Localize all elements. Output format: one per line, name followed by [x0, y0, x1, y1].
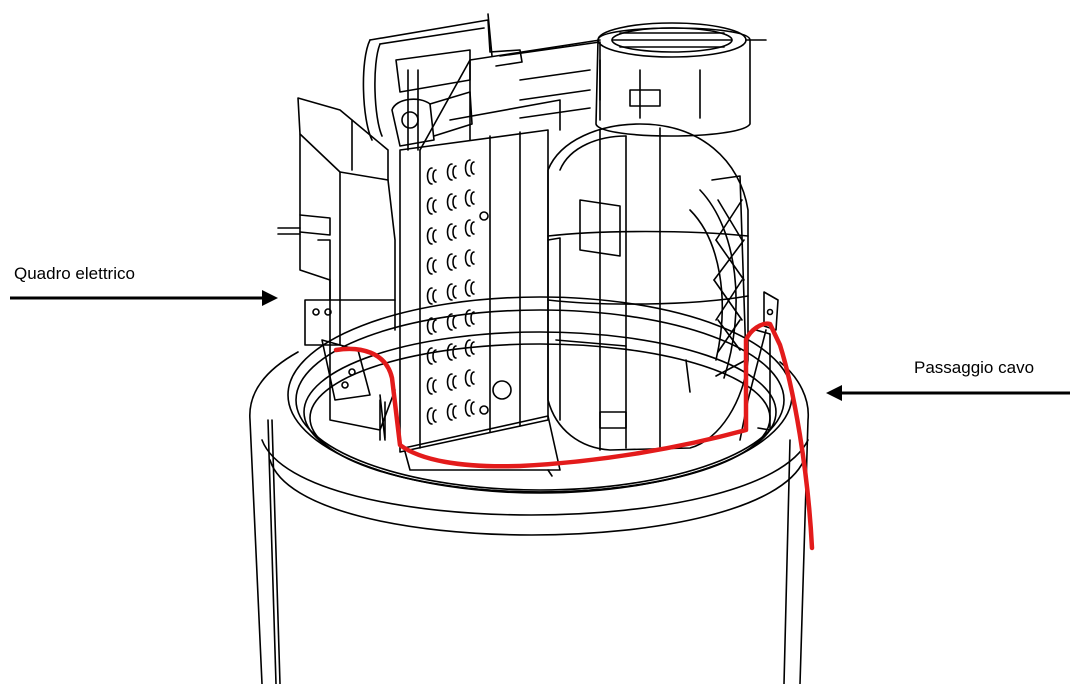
arrow-to-cable-passage	[826, 385, 1070, 401]
coil-bend	[464, 309, 475, 327]
coil-bend	[426, 317, 437, 335]
coil-bend	[464, 339, 475, 357]
fan-outlet	[595, 22, 767, 137]
coil-bend	[446, 343, 457, 361]
electrical-panel	[277, 97, 396, 441]
coil-bend	[464, 279, 475, 297]
water-heater-tank	[249, 351, 810, 685]
coil-bend	[446, 283, 457, 301]
coil-bend	[464, 159, 475, 177]
coil-bend	[426, 227, 437, 245]
coil-bend	[426, 197, 437, 215]
label-electrical-panel: Quadro elettrico	[14, 264, 135, 283]
coil-bend	[446, 373, 457, 391]
coil-bend	[426, 347, 437, 365]
coil-bend	[426, 167, 437, 185]
refrigerant-pipes	[362, 13, 523, 151]
coil-bend	[446, 313, 457, 331]
coil-bend	[446, 403, 457, 421]
coil-bend	[464, 399, 475, 417]
arrow-to-electrical-panel	[10, 290, 278, 306]
coil-bends	[426, 159, 475, 425]
coil-bend	[426, 377, 437, 395]
coil-bend	[446, 193, 457, 211]
fan-housing	[547, 123, 749, 451]
coil-bend	[464, 189, 475, 207]
coil-bend	[446, 163, 457, 181]
coil-bend	[446, 223, 457, 241]
coil-bend	[426, 407, 437, 425]
power-cable	[333, 321, 815, 551]
coil-bend	[464, 219, 475, 237]
evaporator-coil	[399, 39, 601, 453]
coil-bend	[446, 253, 457, 271]
mounting-flange	[379, 399, 561, 477]
coil-bend	[426, 257, 437, 275]
coil-bend	[464, 249, 475, 267]
coil-bend	[464, 369, 475, 387]
label-cable-passage: Passaggio cavo	[914, 358, 1035, 377]
coil-bend	[426, 287, 437, 305]
